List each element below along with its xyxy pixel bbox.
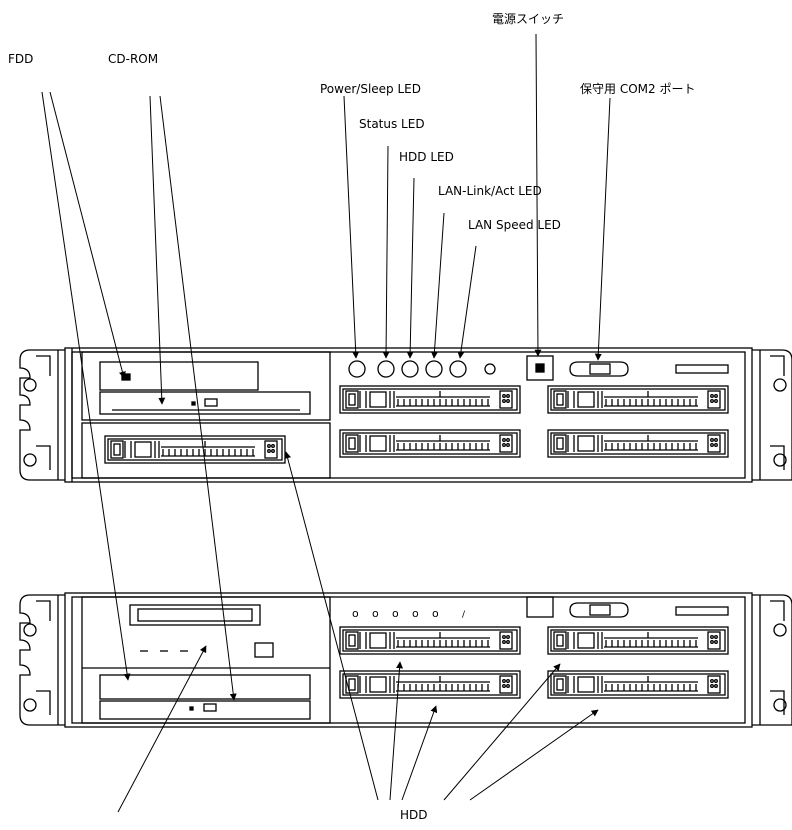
power-switch-label: 電源スイッチ xyxy=(492,12,565,26)
status-led-label: Status LED xyxy=(359,117,425,131)
lan-link-act-led xyxy=(425,360,443,378)
hdd-led-label: HDD LED xyxy=(399,150,454,164)
top-hdd-tray-3 xyxy=(339,429,521,458)
top-right-rack-ear xyxy=(751,349,792,481)
lan-link-act-led-label: LAN-Link/Act LED xyxy=(438,184,542,198)
top-fdd xyxy=(99,361,259,391)
bottom-slot xyxy=(129,604,261,626)
svg-text:o: o xyxy=(412,607,419,620)
top-cdrom xyxy=(99,391,311,415)
top-left-rack-ear xyxy=(19,349,66,481)
bottom-left-bay xyxy=(81,596,331,724)
top-hdd-bay-left xyxy=(104,435,286,464)
com2-port-label: 保守用 COM2 ポート xyxy=(580,82,696,96)
fdd-label: FDD xyxy=(8,52,34,66)
top-chassis xyxy=(64,347,753,483)
bottom-hdd-tray-4 xyxy=(547,670,729,699)
bottom-cdrom xyxy=(99,700,311,720)
power-sleep-led-label: Power/Sleep LED xyxy=(320,82,421,96)
leader-lines xyxy=(41,33,611,813)
bottom-right-rack-ear xyxy=(751,594,792,726)
top-server xyxy=(19,347,792,483)
cdrom-label: CD-ROM xyxy=(108,52,159,66)
hdd-label: HDD xyxy=(400,808,428,822)
hdd-led xyxy=(401,360,419,378)
power-sleep-led xyxy=(348,360,366,378)
bottom-hdd-tray-3 xyxy=(339,670,521,699)
svg-text:o: o xyxy=(392,607,399,620)
svg-text:o: o xyxy=(372,607,379,620)
top-optical-bay xyxy=(81,351,331,421)
svg-text:o: o xyxy=(352,607,359,620)
bottom-chassis xyxy=(64,592,753,728)
top-hdd-tray-2 xyxy=(547,385,729,414)
status-led xyxy=(377,360,395,378)
bottom-fdd xyxy=(99,674,311,700)
bottom-hdd-tray-1 xyxy=(339,626,521,655)
svg-text:/: / xyxy=(462,610,466,620)
top-hdd-tray-4 xyxy=(547,429,729,458)
bottom-left-rack-ear xyxy=(19,594,66,726)
svg-text:o: o xyxy=(432,607,439,620)
com2-port xyxy=(569,361,629,377)
bottom-server: o o o o o / xyxy=(19,592,792,728)
top-hdd-tray-1 xyxy=(339,385,521,414)
bottom-hdd-tray-2 xyxy=(547,626,729,655)
lan-speed-led xyxy=(449,360,467,378)
